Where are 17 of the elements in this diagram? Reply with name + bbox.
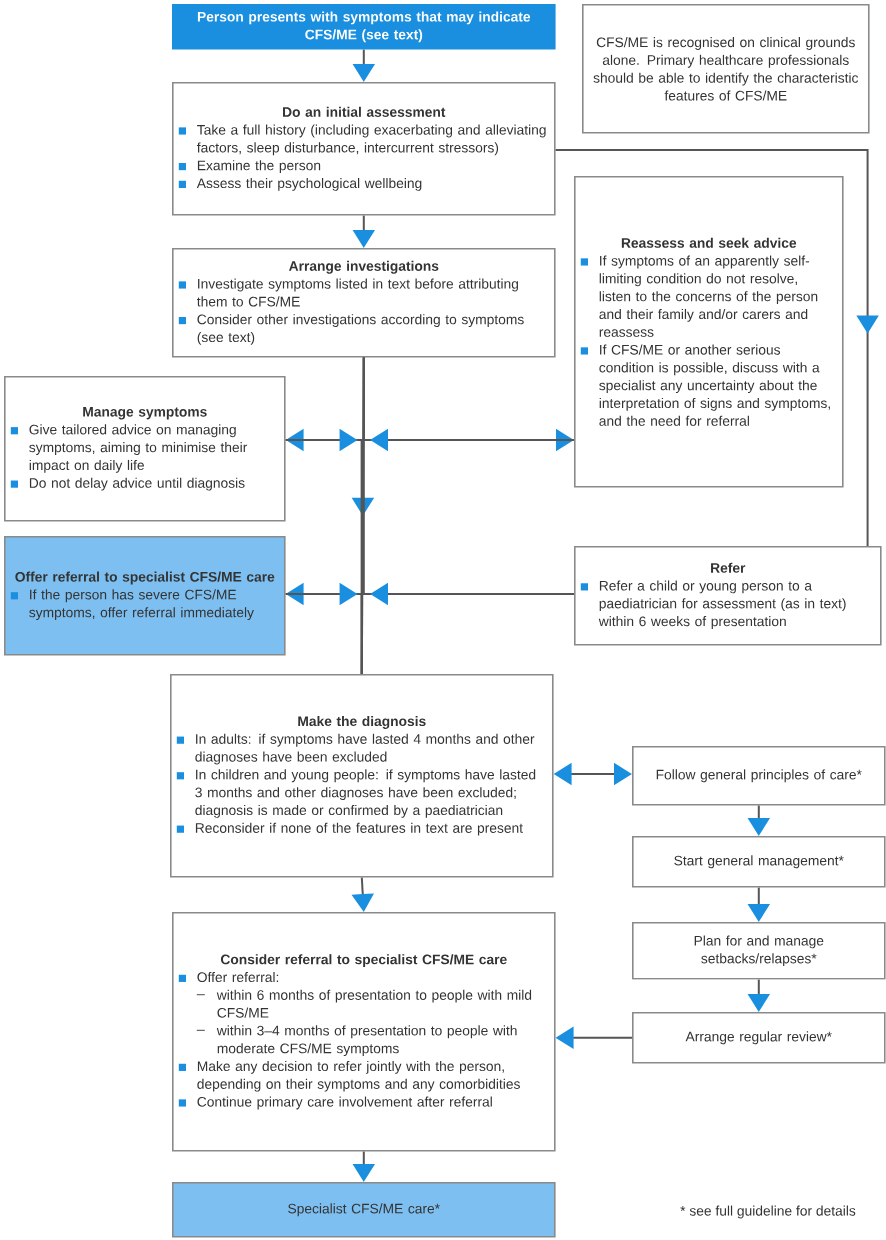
process-box <box>632 836 886 888</box>
process-box <box>574 546 882 646</box>
process-box <box>170 674 554 878</box>
process-box <box>4 376 286 522</box>
process-box <box>632 746 886 806</box>
process-box <box>172 82 556 216</box>
arrow <box>284 582 363 675</box>
process-box <box>172 912 556 1152</box>
process-box <box>632 922 886 980</box>
process-box <box>4 536 286 656</box>
note-box <box>582 4 870 134</box>
start-box <box>172 4 556 50</box>
process-box <box>574 176 844 488</box>
arrow <box>554 149 879 547</box>
process-box <box>632 1012 886 1064</box>
outcome-box <box>172 1182 556 1238</box>
process-box <box>172 248 556 358</box>
